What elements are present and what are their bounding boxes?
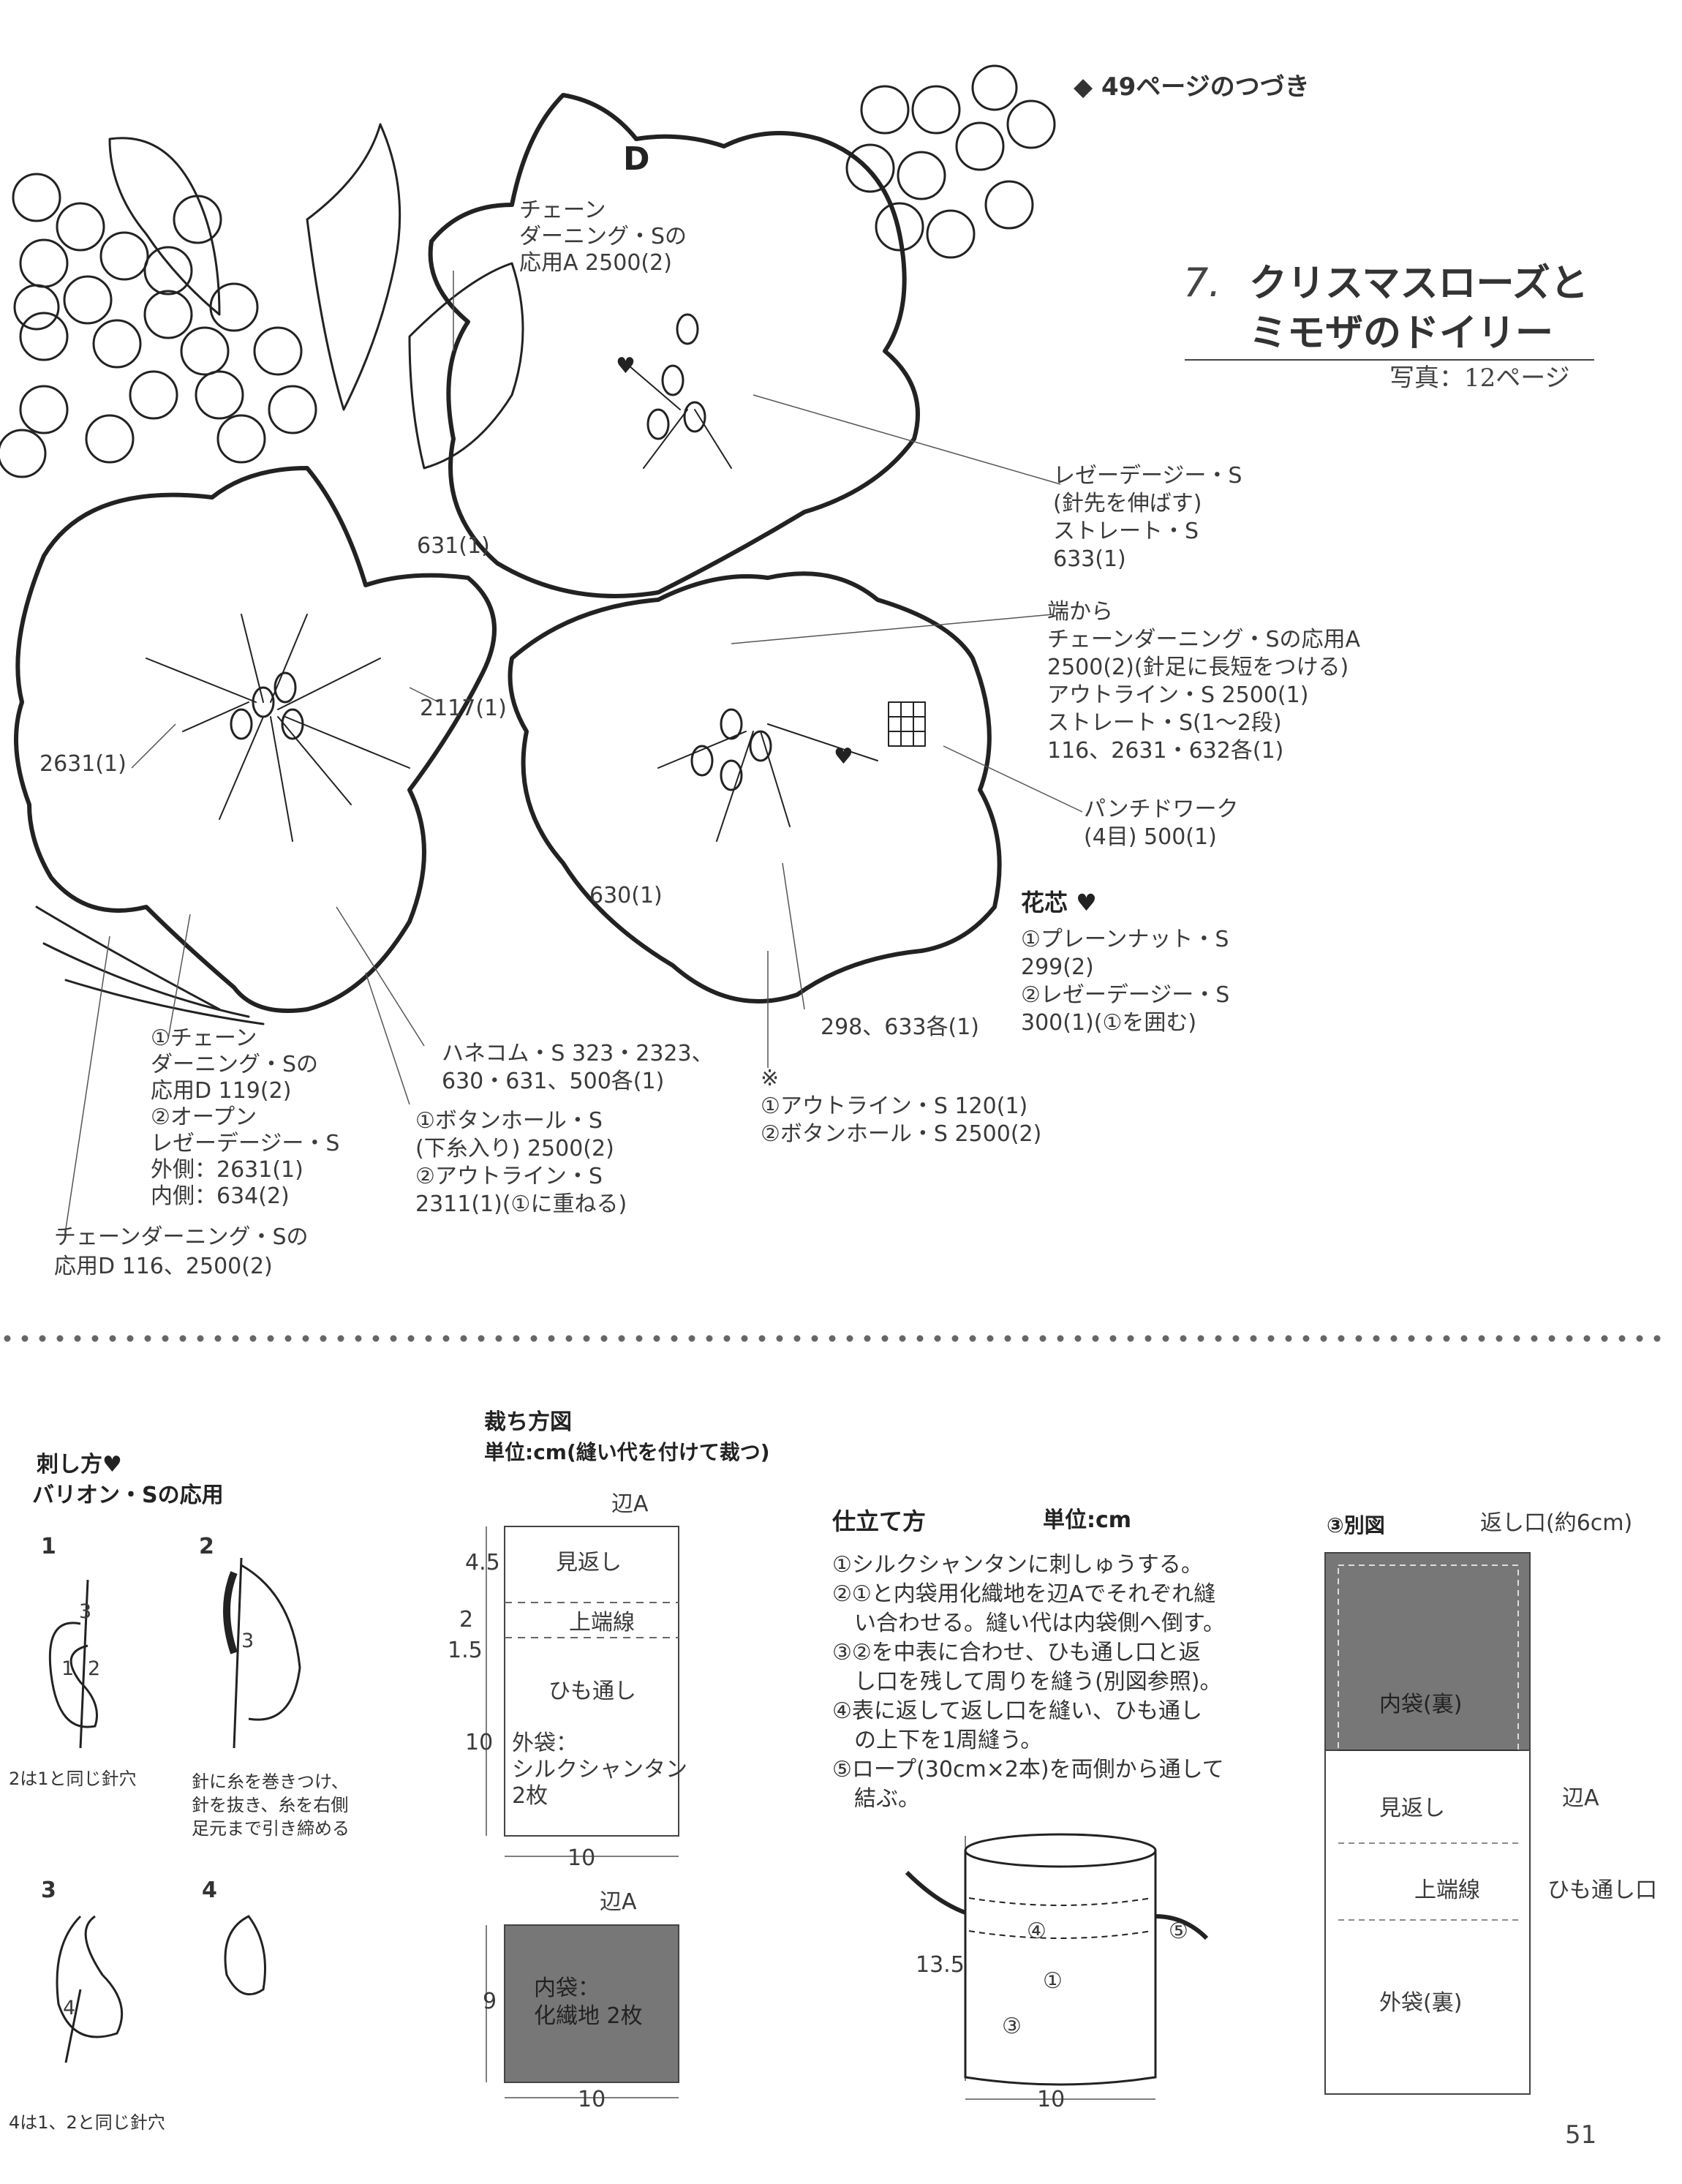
sep-facing: 見返し xyxy=(1379,1796,1445,1821)
flower-label-D: D xyxy=(623,140,650,178)
title-number: 7. xyxy=(1183,260,1221,306)
sep-drawstring-opening: ひも通し口 xyxy=(1547,1878,1657,1903)
step-2-number: 2 xyxy=(199,1534,214,1559)
needle-point-3b: 3 xyxy=(241,1630,254,1652)
annotation-a9: ①プレーンナット・S 299(2) ②レゼーデージー・S 300(1)(①を囲む… xyxy=(1021,927,1230,1036)
cut-drawstring-label: ひも通し xyxy=(548,1679,636,1704)
cut-outer-bag-label: 外袋： シルクシャンタン 2枚 xyxy=(512,1731,687,1809)
dim-1-5: 1.5 xyxy=(448,1638,483,1663)
mimosa-balls-right xyxy=(845,64,1056,259)
annotation-a2: レゼーデージー・S (針先を伸ばす) ストレート・S 633(1) xyxy=(1053,463,1242,572)
stitch-subtitle: バリオン・Sの応用 xyxy=(32,1483,224,1508)
stitch-note-2: 針に糸を巻きつけ、 針を抜き、糸を右側 足元まで引き締める xyxy=(192,1771,350,1839)
inner-bag-piece xyxy=(504,1924,679,2083)
annotation-a6: 2631(1) xyxy=(39,751,127,777)
bag-width: 10 xyxy=(1037,2087,1066,2112)
cut-top-line-label: 上端線 xyxy=(569,1610,635,1635)
stitch-note-4: 4は1、2と同じ針穴 xyxy=(9,2112,165,2133)
page-number: 51 xyxy=(1565,2120,1597,2150)
bag-height: 13.5 xyxy=(916,1952,965,1978)
annotation-a13: ①ボタンホール・S (下糸入り) 2500(2) ②アウトライン・S 2311(… xyxy=(415,1108,627,1217)
cut-title: 裁ち方図 xyxy=(484,1409,572,1435)
leaf-1 xyxy=(108,137,221,316)
annotation-a14: ※ ①アウトライン・S 120(1) ②ボタンホール・S 2500(2) xyxy=(761,1066,1042,1147)
sep-top-line: 上端線 xyxy=(1414,1878,1480,1903)
make-unit: 単位:cm xyxy=(1043,1507,1132,1533)
stitch-diagrams xyxy=(48,1557,301,2063)
annotation-a12: ハネコム・S 323・2323、 630・631、500各(1) xyxy=(442,1041,714,1094)
right-flower xyxy=(508,571,1002,1003)
heart-icon: ♥ xyxy=(834,744,853,769)
annotation-a15: チェーンダーニング・Sの 応用D 116、2500(2) xyxy=(54,1224,309,1279)
sep-inner-label: 内袋(裏) xyxy=(1379,1692,1463,1717)
make-title: 仕立て方 xyxy=(832,1507,927,1535)
step-4-number: 4 xyxy=(202,1878,217,1903)
leaf-3 xyxy=(408,262,524,470)
bag-callout-3: ③ xyxy=(1002,2014,1022,2039)
dim-width-2: 10 xyxy=(578,2087,606,2112)
sep-edge-a: 辺A xyxy=(1562,1785,1599,1811)
photo-reference: 写真：12ページ xyxy=(1389,364,1570,393)
bag-callout-1: ① xyxy=(1043,1968,1063,1994)
mimosa-balls-left xyxy=(0,173,317,478)
title-line2: ミモザのドイリー xyxy=(1249,312,1554,355)
cut-edge-a-2: 辺A xyxy=(600,1889,637,1915)
dim-4-5: 4.5 xyxy=(465,1550,500,1575)
left-flower xyxy=(14,466,497,1013)
needle-point-3: 3 xyxy=(79,1600,92,1623)
continued-text: 49ページのつづき xyxy=(1101,72,1310,102)
bag-drawing xyxy=(905,1833,1209,2086)
sep-outer-label: 外袋(裏) xyxy=(1379,1990,1463,2016)
sep-title: ③別図 xyxy=(1327,1513,1385,1537)
sep-inner-panel xyxy=(1324,1552,1531,1751)
needle-point-1: 1 xyxy=(61,1657,75,1680)
cut-facing-label: 見返し xyxy=(556,1550,622,1575)
dim-9: 9 xyxy=(483,1989,497,2014)
bag-callout-5: ⑤ xyxy=(1169,1918,1188,1944)
dim-width-1: 10 xyxy=(567,1845,596,1871)
bag-callout-4: ④ xyxy=(1027,1918,1046,1944)
stitch-note-1: 2は1と同じ針穴 xyxy=(9,1769,137,1789)
annotation-a4: 端から チェーンダーニング・Sの応用A 2500(2)(針足に長短をつける) ア… xyxy=(1047,599,1361,764)
annotation-a11: ①チェーン ダーニング・Sの 応用D 119(2) ②オープン レゼーデージー・… xyxy=(151,1025,340,1209)
make-steps: ①シルクシャンタンに刺しゅうする。 ②①と内袋用化織地を辺Aでそれぞれ縫 い合わ… xyxy=(832,1552,1225,1812)
continued-marker: ◆ 49ページのつづき xyxy=(1074,72,1310,102)
top-flower-D xyxy=(428,93,920,598)
cut-unit: 単位:cm(縫い代を付けて裁つ) xyxy=(484,1440,770,1464)
flower-centers xyxy=(230,313,772,791)
dim-10: 10 xyxy=(465,1730,494,1755)
annotation-a10: 298、633各(1) xyxy=(821,1014,980,1040)
step-3-number: 3 xyxy=(41,1878,56,1903)
dim-2: 2 xyxy=(459,1607,474,1633)
sep-return-opening: 返し口(約6cm) xyxy=(1480,1510,1633,1536)
needle-point-2: 2 xyxy=(88,1657,101,1680)
title-line1: クリスマスローズと xyxy=(1249,262,1588,306)
step-1-number: 1 xyxy=(41,1534,56,1559)
annotation-a9-title: 花芯 ♥ xyxy=(1021,889,1097,916)
stitch-title: 刺し方♥ xyxy=(37,1452,122,1477)
annotation-a3: 631(1) xyxy=(417,533,490,559)
needle-point-4: 4 xyxy=(63,1997,76,2019)
annotation-a8: 630(1) xyxy=(589,883,663,908)
annotation-a1: チェーン ダーニング・Sの 応用A 2500(2) xyxy=(519,197,687,276)
heart-icon: ♥ xyxy=(616,353,636,379)
outer-bag-piece xyxy=(504,1526,679,1837)
cut-inner-bag-label: 内袋： 化繊地 2枚 xyxy=(534,1976,643,2029)
annotation-a5: 2117(1) xyxy=(420,696,507,721)
cut-edge-a: 辺A xyxy=(611,1491,649,1517)
punched-work-grid xyxy=(888,701,926,747)
leaf-2 xyxy=(306,123,401,411)
annotation-a7: パンチドワーク (4目) 500(1) xyxy=(1084,797,1239,850)
